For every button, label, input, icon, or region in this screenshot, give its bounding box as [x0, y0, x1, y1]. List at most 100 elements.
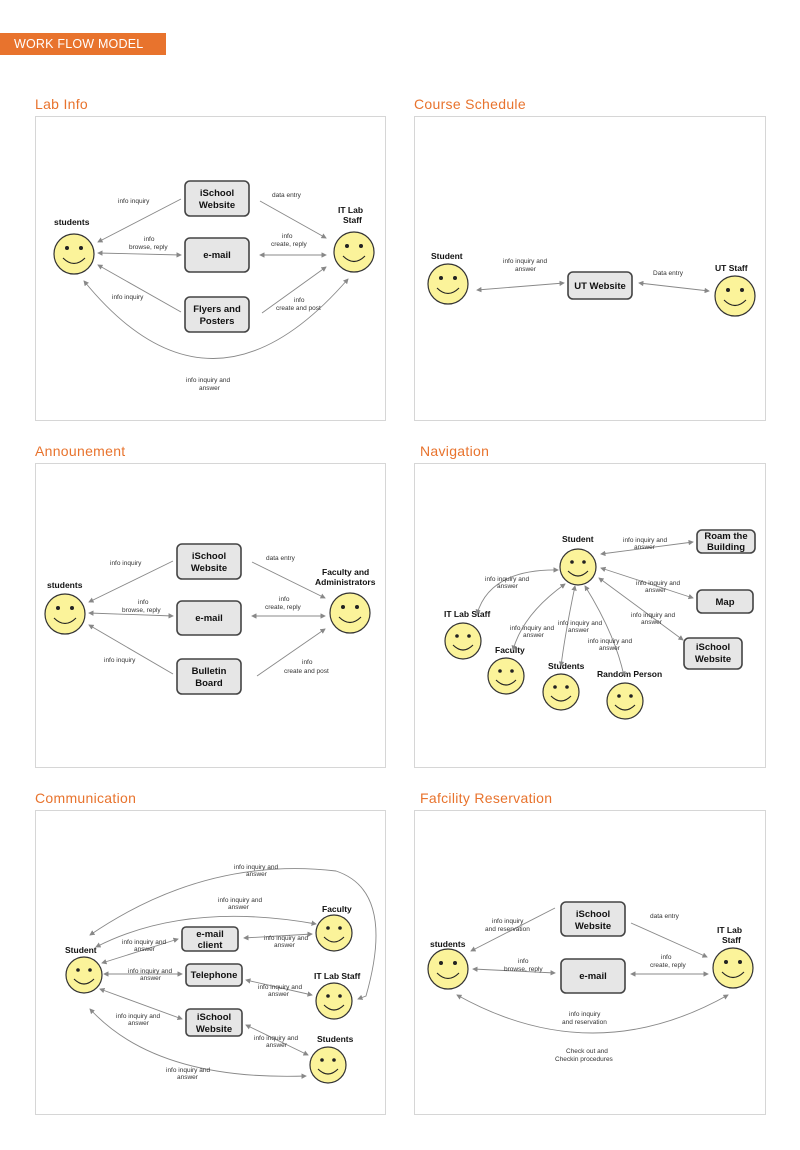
svg-text:info inquiry: info inquiry — [569, 1011, 601, 1018]
course-schedule-diagram: Student UT Staff UT Website info inquiry… — [427, 251, 756, 317]
svg-text:create, reply: create, reply — [265, 604, 302, 611]
svg-text:Bulletin: Bulletin — [192, 666, 227, 677]
page-header-banner: WORK FLOW MODEL — [0, 33, 166, 55]
svg-text:info inquiry and: info inquiry and — [254, 1035, 298, 1042]
svg-text:info inquiry and: info inquiry and — [485, 576, 529, 583]
faculty-label: Faculty — [495, 645, 525, 655]
student-label: Student — [562, 534, 594, 544]
student-label: Student — [431, 251, 463, 261]
facility-reservation-title: Fafcility Reservation — [420, 790, 553, 806]
students-smiley-icon — [44, 593, 86, 635]
lab-info-title: Lab Info — [35, 96, 88, 112]
svg-text:answer: answer — [128, 1020, 150, 1027]
page-title: WORK FLOW MODEL — [14, 37, 144, 51]
svg-text:Map: Map — [716, 597, 735, 608]
announcement-panel: students Faculty and Administrators iSch… — [35, 463, 386, 768]
svg-text:iSchool: iSchool — [200, 188, 234, 199]
svg-text:info inquiry and: info inquiry and — [636, 580, 680, 587]
announcement-diagram: students Faculty and Administrators iSch… — [44, 543, 376, 695]
it-lab-label-1: IT Lab — [338, 205, 363, 215]
svg-text:Roam the: Roam the — [704, 531, 747, 542]
lab-info-diagram: students IT Lab Staff iSchool Website e-… — [53, 180, 375, 392]
announcement-title: Announement — [35, 443, 126, 459]
svg-text:info: info — [661, 954, 672, 961]
email-box: e-mail — [184, 237, 250, 273]
bulletin-board-box: Bulletin Board — [176, 658, 242, 695]
svg-text:info inquiry and: info inquiry and — [264, 935, 308, 942]
svg-text:client: client — [198, 940, 224, 951]
ut-staff-label: UT Staff — [715, 263, 748, 273]
svg-text:iSchool: iSchool — [696, 642, 730, 653]
svg-text:info: info — [294, 297, 305, 304]
svg-text:Website: Website — [695, 654, 731, 665]
faculty-label-1: Faculty and — [322, 567, 369, 577]
svg-text:answer: answer — [177, 1074, 199, 1081]
svg-text:e-mail: e-mail — [196, 929, 223, 940]
it-lab-label: IT Lab Staff — [314, 971, 360, 981]
students-label: students — [430, 939, 466, 949]
students-label: Students — [548, 661, 585, 671]
svg-text:data entry: data entry — [272, 192, 302, 199]
svg-text:e-mail: e-mail — [203, 250, 230, 261]
svg-text:answer: answer — [266, 1042, 288, 1049]
svg-text:e-mail: e-mail — [579, 971, 606, 982]
it-lab-label-1: IT Lab — [717, 925, 742, 935]
svg-text:Checkin procedures: Checkin procedures — [555, 1056, 614, 1063]
svg-text:Data entry: Data entry — [653, 270, 684, 277]
svg-text:info inquiry and: info inquiry and — [631, 612, 675, 619]
svg-text:Posters: Posters — [200, 316, 235, 327]
svg-text:answer: answer — [497, 583, 519, 590]
svg-text:browse, reply: browse, reply — [129, 244, 168, 251]
svg-text:Website: Website — [191, 563, 227, 574]
course-schedule-title: Course Schedule — [414, 96, 526, 112]
it-lab-staff-smiley-icon — [333, 231, 375, 273]
navigation-diagram: Student IT Lab Staff Faculty Students Ra… — [444, 529, 756, 720]
svg-text:info inquiry and: info inquiry and — [503, 258, 547, 265]
svg-text:create, reply: create, reply — [271, 241, 308, 248]
svg-text:answer: answer — [246, 871, 268, 878]
student-smiley-icon — [427, 263, 469, 305]
svg-text:info: info — [144, 236, 155, 243]
svg-text:Board: Board — [195, 678, 223, 689]
student-smiley-icon — [559, 548, 597, 586]
svg-text:answer: answer — [645, 587, 667, 594]
svg-text:answer: answer — [274, 942, 296, 949]
faculty-smiley-icon — [487, 657, 525, 695]
svg-text:info inquiry: info inquiry — [110, 560, 142, 567]
communication-diagram: Student Faculty IT Lab Staff Students e-… — [65, 864, 377, 1084]
svg-text:info inquiry and: info inquiry and — [166, 1067, 210, 1074]
faculty-label-2: Administrators — [315, 577, 376, 587]
random-person-smiley-icon — [606, 682, 644, 720]
student-smiley-icon — [65, 956, 103, 994]
svg-text:data entry: data entry — [650, 913, 680, 920]
svg-text:info inquiry and: info inquiry and — [186, 377, 230, 384]
ut-staff-smiley-icon — [714, 275, 756, 317]
svg-text:info inquiry and: info inquiry and — [258, 984, 302, 991]
email-box: e-mail — [560, 958, 626, 994]
svg-text:answer: answer — [228, 904, 250, 911]
svg-text:and reservation: and reservation — [562, 1019, 607, 1026]
students-smiley-icon — [542, 673, 580, 711]
it-lab-staff-smiley-icon — [712, 947, 754, 989]
facility-reservation-diagram: students IT Lab Staff iSchool Website e-… — [427, 901, 754, 1063]
email-client-box: e-mail client — [181, 926, 239, 952]
ischool-website-box: iSchool Website — [185, 1008, 243, 1037]
it-lab-label-2: Staff — [722, 935, 741, 945]
it-lab-label: IT Lab Staff — [444, 609, 490, 619]
faculty-label: Faculty — [322, 904, 352, 914]
ischool-website-box: iSchool Website — [683, 637, 743, 670]
svg-text:Check out and: Check out and — [566, 1048, 608, 1055]
svg-text:answer: answer — [140, 975, 162, 982]
it-lab-label-2: Staff — [343, 215, 362, 225]
svg-text:info inquiry and: info inquiry and — [510, 625, 554, 632]
svg-text:Website: Website — [199, 200, 235, 211]
svg-text:answer: answer — [568, 627, 590, 634]
svg-text:iSchool: iSchool — [192, 551, 226, 562]
svg-text:info inquiry and: info inquiry and — [558, 620, 602, 627]
svg-text:info inquiry and: info inquiry and — [623, 537, 667, 544]
student-label: Student — [65, 945, 97, 955]
svg-text:answer: answer — [641, 619, 663, 626]
svg-text:answer: answer — [599, 645, 621, 652]
ut-website-box: UT Website — [567, 271, 633, 300]
faculty-smiley-icon — [315, 914, 353, 952]
